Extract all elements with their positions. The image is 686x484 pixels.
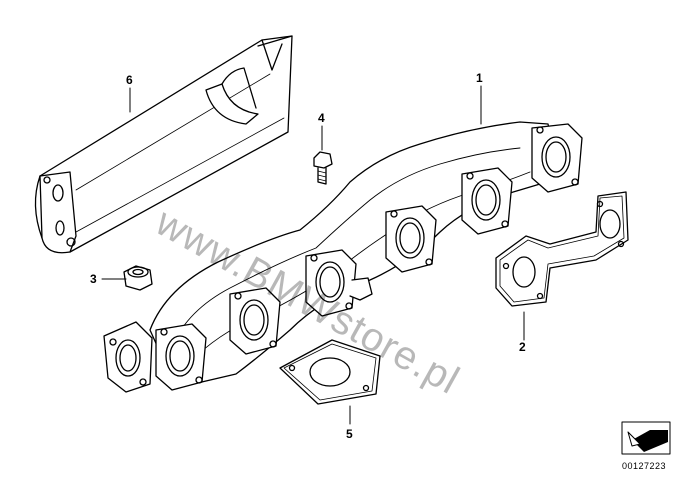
callout-1: 1 xyxy=(476,71,483,85)
callout-5: 5 xyxy=(346,427,353,441)
callout-2: 2 xyxy=(519,340,526,354)
arrow-pointer-icon xyxy=(621,421,671,455)
gasket-right-drawing xyxy=(495,191,629,307)
callout-4: 4 xyxy=(318,111,325,125)
callout-3: 3 xyxy=(90,272,97,286)
manifold-flanges xyxy=(103,123,583,393)
nut-drawing xyxy=(123,265,153,291)
leader-lines xyxy=(101,85,525,425)
heat-shield-drawing xyxy=(34,35,293,254)
exhaust-manifold-drawing xyxy=(103,121,583,393)
gasket-bottom-drawing xyxy=(279,339,381,405)
bolt-drawing xyxy=(313,151,333,185)
callout-6: 6 xyxy=(126,73,133,87)
diagram-number: 00127223 xyxy=(622,461,667,471)
